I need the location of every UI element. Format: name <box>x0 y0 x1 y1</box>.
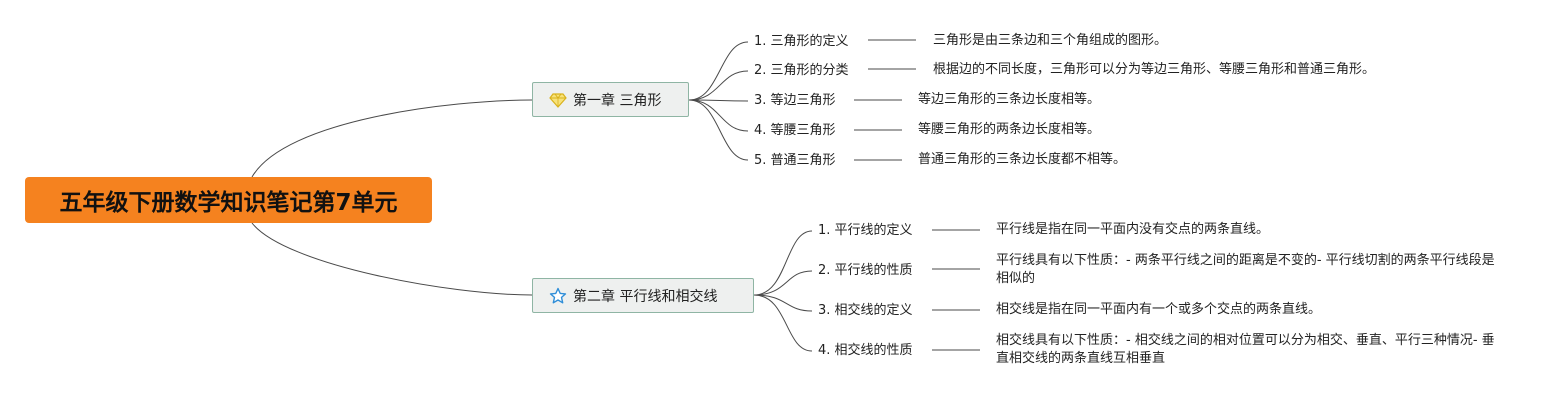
diamond-icon <box>549 91 567 109</box>
chapter-node-1[interactable]: 第一章 三角形 <box>532 82 689 117</box>
star-icon <box>549 287 567 305</box>
item-label-ch1-4[interactable]: 4. 等腰三角形 <box>754 123 836 138</box>
connector-ch2-item3 <box>753 294 813 312</box>
item-label-ch1-1[interactable]: 1. 三角形的定义 <box>754 34 849 49</box>
item-label-ch1-3[interactable]: 3. 等边三角形 <box>754 93 836 108</box>
item-label-ch2-3[interactable]: 3. 相交线的定义 <box>818 303 913 318</box>
connector-root-chapter1 <box>251 99 533 178</box>
item-desc-ch2-4: 相交线具有以下性质：- 相交线之间的相对位置可以分为相交、垂直、平行三种情况- … <box>996 333 1495 366</box>
connector-ch1-item3 <box>688 99 749 102</box>
item-desc-ch2-3: 相交线是指在同一平面内有一个或多个交点的两条直线。 <box>996 302 1322 317</box>
chapter-node-2[interactable]: 第二章 平行线和相交线 <box>532 278 754 313</box>
item-desc-ch2-2: 平行线具有以下性质：- 两条平行线之间的距离是不变的- 平行线切割的两条平行线段… <box>996 253 1495 286</box>
connector-ch1-item4 <box>688 99 749 132</box>
connector-ch2-item2 <box>753 270 813 296</box>
item-label-ch2-4[interactable]: 4. 相交线的性质 <box>818 343 913 358</box>
root-title: 五年级下册数学知识笔记第7单元 <box>59 190 398 216</box>
item-desc-ch2-1: 平行线是指在同一平面内没有交点的两条直线。 <box>996 222 1270 237</box>
root-node[interactable]: 五年级下册数学知识笔记第7单元 <box>25 177 432 223</box>
item-desc-ch1-1: 三角形是由三条边和三个角组成的图形。 <box>933 33 1168 48</box>
item-label-ch1-5[interactable]: 5. 普通三角形 <box>754 153 836 168</box>
connector-ch1-item2 <box>688 70 749 101</box>
connector-ch2-item1 <box>753 230 813 296</box>
connector-ch1-item5 <box>688 99 749 161</box>
item-desc-ch1-5: 普通三角形的三条边长度都不相等。 <box>918 152 1127 167</box>
chapter-title: 第二章 平行线和相交线 <box>573 288 718 305</box>
connector-ch1-item1 <box>688 41 749 101</box>
connector-ch2-item4 <box>753 294 813 352</box>
item-desc-ch1-3: 等边三角形的三条边长度相等。 <box>918 92 1101 107</box>
connector-root-chapter2 <box>251 222 533 296</box>
chapter-title: 第一章 三角形 <box>573 92 662 109</box>
item-label-ch2-1[interactable]: 1. 平行线的定义 <box>818 223 913 238</box>
item-desc-ch1-4: 等腰三角形的两条边长度相等。 <box>918 122 1101 137</box>
item-label-ch2-2[interactable]: 2. 平行线的性质 <box>818 263 913 278</box>
item-desc-ch1-2: 根据边的不同长度，三角形可以分为等边三角形、等腰三角形和普通三角形。 <box>933 62 1376 77</box>
item-label-ch1-2[interactable]: 2. 三角形的分类 <box>754 63 849 78</box>
